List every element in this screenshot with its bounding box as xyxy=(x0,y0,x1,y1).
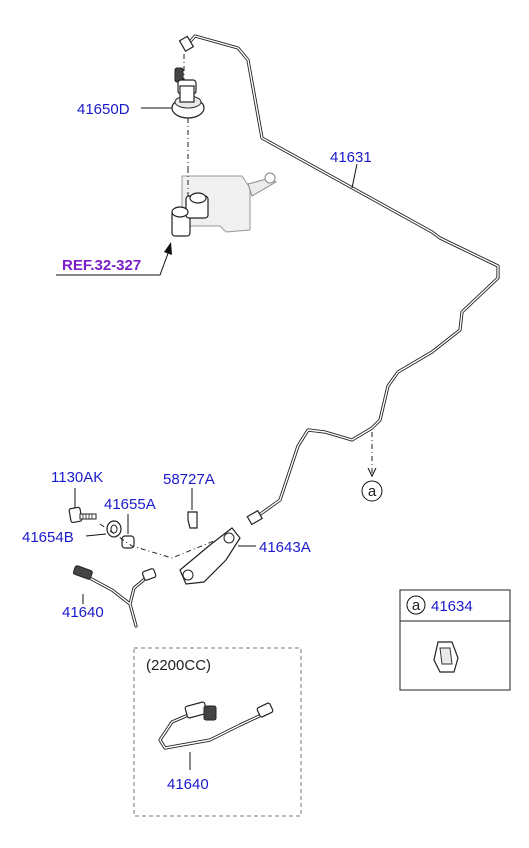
label-41654B: 41654B xyxy=(22,529,74,546)
leader-ref xyxy=(56,247,171,276)
clutch-tube-41631 xyxy=(178,34,500,526)
label-41643A: 41643A xyxy=(259,539,311,556)
clip-58727A xyxy=(187,511,198,529)
master-cylinder xyxy=(171,168,277,237)
label-ref: REF.32-327 xyxy=(62,257,141,274)
leader-41631 xyxy=(351,163,358,189)
detail-letter: a xyxy=(412,597,421,614)
leader-41654B xyxy=(85,533,107,537)
bolt-1130AK xyxy=(68,506,97,524)
variant-box-2200cc: (2200CC) 41640 xyxy=(133,647,302,817)
bracket-41643A xyxy=(179,527,241,585)
reservoir-41650D xyxy=(171,54,205,168)
tube-fitting-top xyxy=(178,35,195,53)
tube-fitting-bottom xyxy=(246,509,264,526)
callout-a-arrow xyxy=(367,467,377,478)
label-41634: 41634 xyxy=(431,598,473,615)
ref-arrow xyxy=(164,242,172,255)
label-1130AK: 1130AK xyxy=(51,469,103,486)
label-41640-variant: 41640 xyxy=(167,776,209,793)
detail-box-41634: a 41634 xyxy=(399,589,511,691)
callout-a-letter: a xyxy=(368,483,377,500)
callout-a-circle xyxy=(361,480,383,502)
hose-41640 xyxy=(72,565,157,628)
label-41650D: 41650D xyxy=(77,101,130,118)
label-41631: 41631 xyxy=(330,149,372,166)
variant-title: (2200CC) xyxy=(146,657,211,674)
label-58727A: 58727A xyxy=(163,471,215,488)
label-41640: 41640 xyxy=(62,604,104,621)
label-41655A: 41655A xyxy=(104,496,156,513)
